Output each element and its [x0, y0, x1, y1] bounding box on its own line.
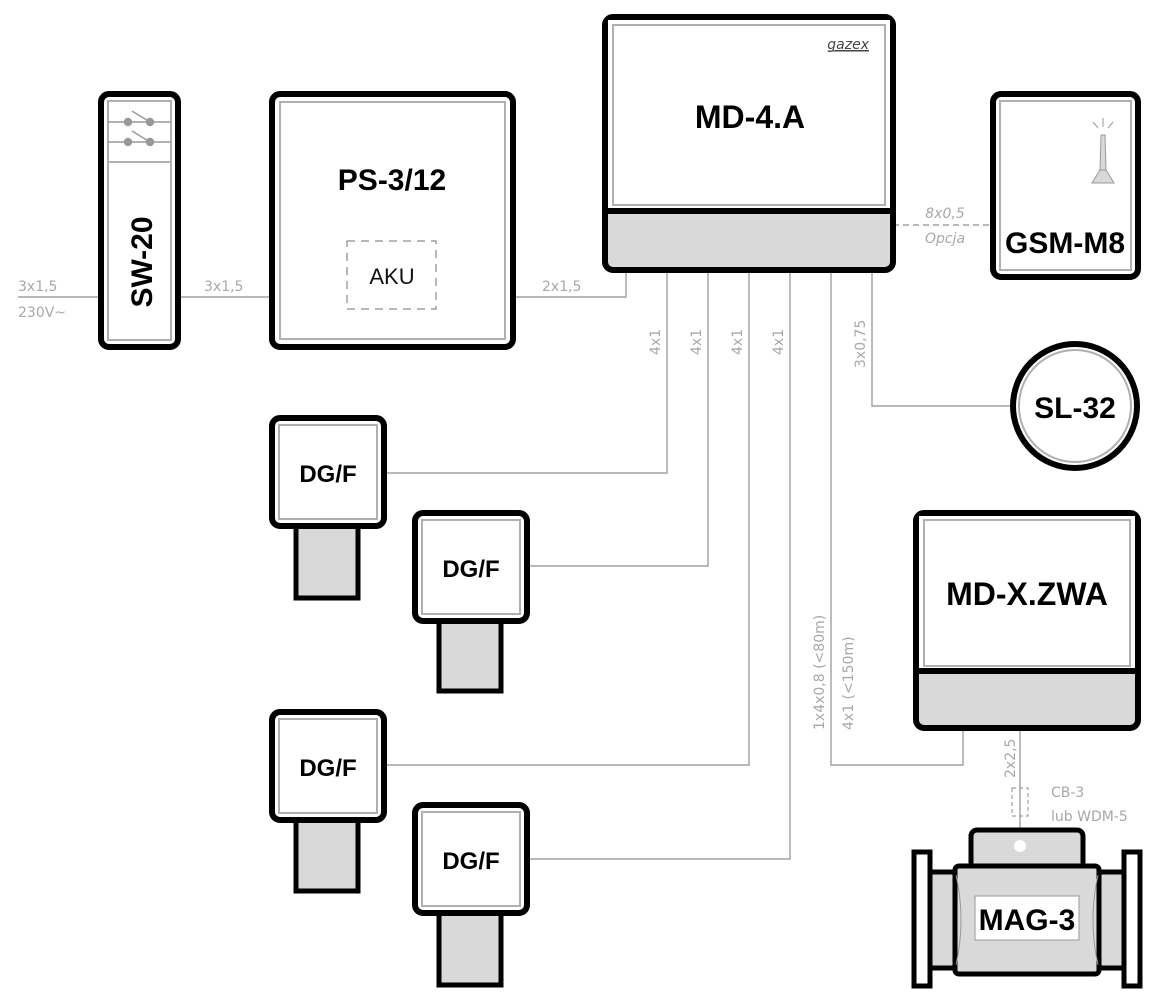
device-sl32[interactable]: SL-32 [1010, 341, 1140, 471]
cable-label-mdx-a: 1x4x0,8 (<80m) [812, 615, 828, 730]
dgf-label: DG/F [299, 755, 356, 782]
junction-label-cb3: CB-3 [1051, 785, 1084, 801]
wire-dgf-3 [384, 270, 750, 766]
switch-icon [108, 110, 171, 147]
detector-dgf-4[interactable]: DG/F [412, 802, 530, 988]
device-ps312[interactable]: PS-3/12 AKU [269, 91, 516, 350]
wire-dgf-4 [527, 270, 791, 860]
dgf-label: DG/F [299, 461, 356, 488]
cable-label-dgf-2: 4x1 [689, 329, 705, 355]
junction-box [1011, 787, 1029, 817]
wire-sl32 [871, 270, 1011, 407]
wire-dgf-1 [384, 270, 668, 474]
detector-dgf-1[interactable]: DG/F [269, 415, 387, 601]
cable-label-voltage: 230V~ [18, 305, 66, 321]
wires [18, 224, 1029, 860]
dgf-label: DG/F [442, 556, 499, 583]
detector-dgf-3[interactable]: DG/F [269, 709, 387, 894]
junction-label-wdm5: lub WDM-5 [1051, 809, 1128, 825]
wire-ps-to-md [513, 270, 627, 298]
dgf-label: DG/F [442, 848, 499, 875]
cable-label-gsm-option: Opcja [925, 231, 965, 247]
mdx-label: MD-X.ZWA [946, 576, 1108, 612]
cable-label-dgf-4: 4x1 [771, 329, 787, 355]
cable-label-ps-md: 2x1,5 [542, 279, 581, 295]
cable-label-mdx-b: 4x1 (<150m) [841, 636, 857, 730]
cable-labels: 3x1,5 230V~ 3x1,5 2x1,5 4x1 4x1 4x1 4x1 … [18, 206, 1128, 825]
md4a-label: MD-4.A [695, 99, 805, 135]
sw20-label: SW-20 [126, 216, 159, 307]
sl32-label: SL-32 [1034, 392, 1116, 425]
device-mdx-zwa[interactable]: MD-X.ZWA [913, 510, 1141, 731]
ps312-label: PS-3/12 [338, 164, 446, 197]
wire-dgf-2 [527, 270, 709, 567]
detector-dgf-2[interactable]: DG/F [412, 510, 530, 694]
cable-label-sl32: 3x0,75 [853, 320, 869, 368]
cable-label-dgf-1: 4x1 [648, 329, 664, 355]
battery-label: AKU [369, 264, 414, 289]
device-mag3-valve[interactable]: MAG-3 [911, 827, 1143, 989]
cable-label-dgf-3: 4x1 [730, 329, 746, 355]
wire-md-to-mdx [830, 270, 964, 766]
device-sw20[interactable]: SW-20 [98, 91, 181, 350]
cable-label-sw-ps: 3x1,5 [204, 279, 243, 295]
battery-slot [346, 240, 437, 310]
gsm-label: GSM-M8 [1005, 227, 1125, 260]
cable-label-mag3: 2x2,5 [1003, 739, 1019, 778]
indicator-hole [1014, 840, 1026, 852]
cable-label-gsm: 8x0,5 [925, 206, 965, 222]
device-gsm-m8[interactable]: GSM-M8 [990, 91, 1141, 280]
antenna-icon [1091, 118, 1115, 184]
brand-logo: gazex [827, 37, 869, 53]
cable-label-mains: 3x1,5 [18, 279, 57, 295]
device-md4a[interactable]: gazex MD-4.A [602, 14, 896, 273]
mag3-label: MAG-3 [979, 904, 1076, 937]
